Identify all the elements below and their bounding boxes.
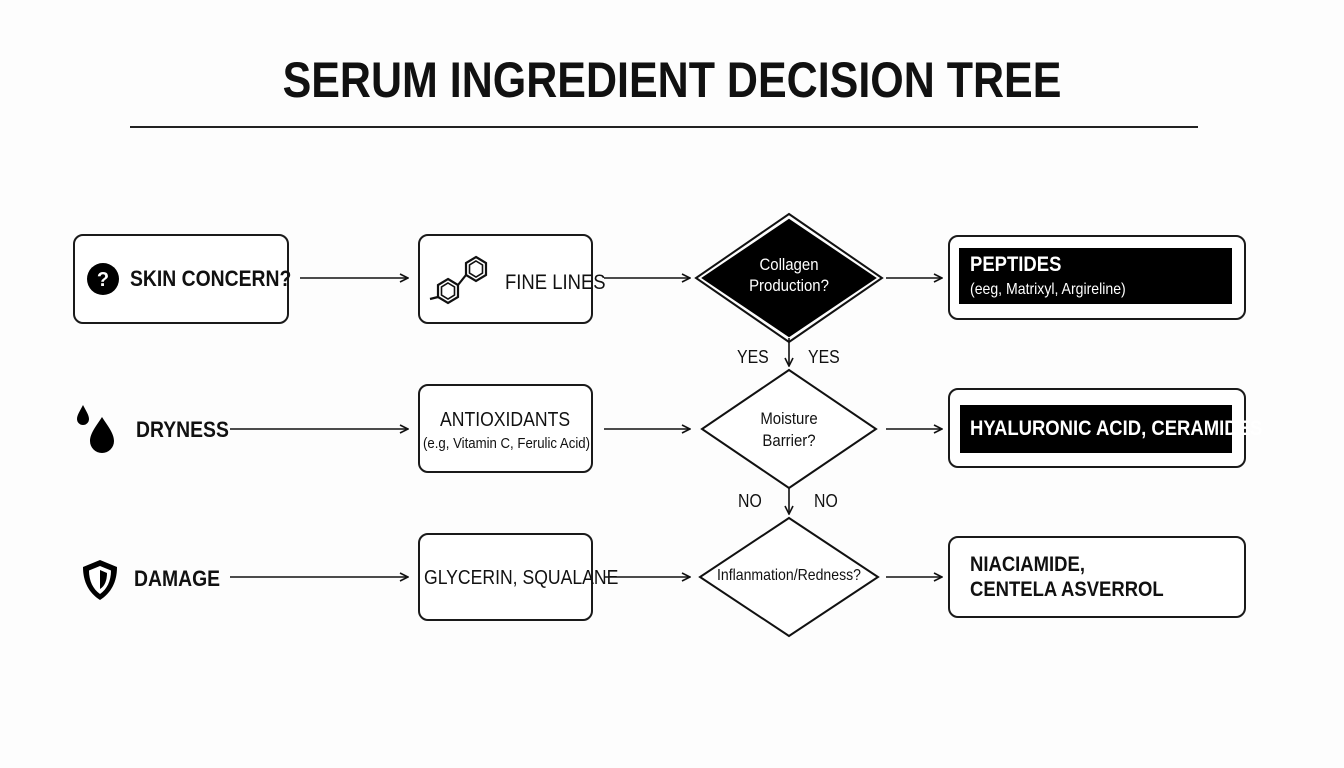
decision-diamond-collagen (701, 218, 877, 338)
peptides-label: PEPTIDES (970, 253, 1062, 276)
inflammation-decision-label: Inflanmation/Redness? (716, 567, 862, 584)
collagen-decision-line1: Collagen (759, 255, 819, 274)
decision-diamond-collagen-outline (694, 212, 884, 344)
dryness-label: DRYNESS (136, 417, 229, 442)
page-title: SERUM INGREDIENT DECISION TREE (282, 52, 1062, 108)
peptides-highlight (959, 248, 1232, 304)
decision-diamond-moisture (700, 368, 878, 490)
molecule-icon (429, 255, 488, 305)
svg-text:?: ? (97, 269, 109, 291)
moisture-decision-line2: Barrier? (762, 431, 816, 450)
fine-lines-label: FINE LINES (505, 271, 606, 294)
antioxidants-detail: (e.g, Vitamin C, Ferulic Acid) (423, 435, 591, 452)
question-circle-icon: ? (87, 263, 119, 295)
title-divider (130, 126, 1198, 128)
shield-icon (83, 560, 117, 600)
glycerin-label: GLYCERIN, SQUALANE (424, 567, 619, 589)
ingredient-node-glycerin (418, 533, 593, 621)
branch-yes-left: YES (737, 347, 769, 367)
hyaluronic-highlight (960, 405, 1232, 453)
branch-no-right: NO (814, 491, 838, 511)
result-node-niacinamide (948, 536, 1246, 618)
branch-yes-right: YES (808, 347, 840, 367)
branch-no-left: NO (738, 491, 762, 511)
moisture-decision-line1: Moisture (760, 409, 818, 428)
decision-diamond-inflammation (698, 516, 880, 638)
damage-label: DAMAGE (134, 566, 221, 591)
ingredient-node-antioxidants (418, 384, 593, 473)
skin-concern-label: SKIN CONCERN? (130, 266, 292, 291)
collagen-decision-line2: Production? (749, 276, 829, 295)
water-drops-icon (77, 405, 114, 453)
peptides-detail: (eeg, Matrixyl, Argireline) (970, 281, 1126, 298)
niacinamide-line1: NIACIAMIDE, (970, 553, 1085, 576)
niacinamide-line2: CENTELA ASVERROL (970, 578, 1164, 601)
hyaluronic-label: HYALURONIC ACID, CERAMIDES (970, 417, 1263, 440)
antioxidants-label: ANTIOXIDANTS (440, 409, 571, 431)
